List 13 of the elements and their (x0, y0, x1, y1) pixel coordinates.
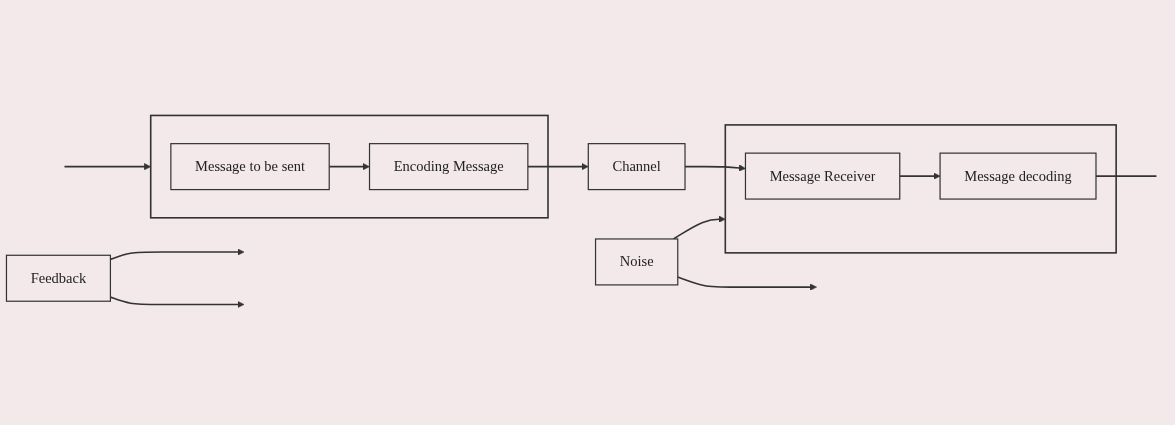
arrow (672, 215, 726, 240)
node-box: Message to be sent (170, 142, 330, 190)
node-box: Channel (587, 142, 686, 190)
node-box: Message Receiver (744, 152, 901, 200)
cluster (149, 114, 549, 219)
node-box: Encoding Message (368, 142, 529, 190)
arrow (527, 162, 589, 170)
connector (1095, 174, 1158, 177)
cluster (724, 123, 1117, 254)
node-box: Noise (594, 237, 679, 286)
node-box: Feedback (5, 254, 112, 302)
arrow (63, 162, 152, 170)
node-box: Message decoding (939, 152, 1097, 200)
